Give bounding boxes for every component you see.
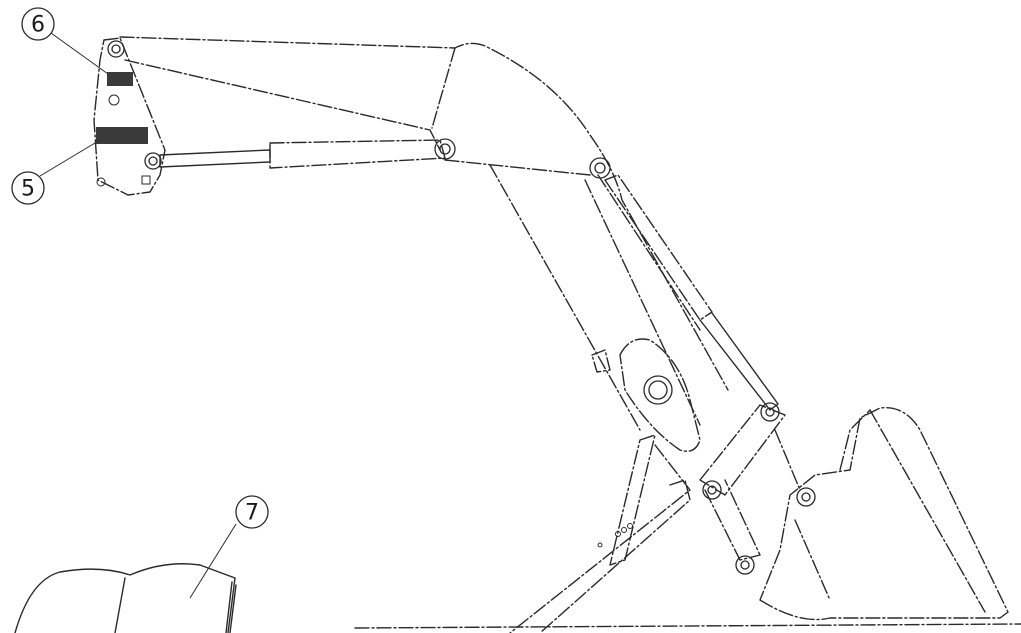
boom-arm — [119, 36, 729, 391]
pivot-pin — [107, 40, 125, 58]
cylinder-pin — [434, 138, 456, 160]
stand-hole — [597, 542, 603, 548]
linkage-pin — [707, 485, 717, 495]
boom-plate-boss — [643, 375, 673, 405]
manual-fold — [114, 577, 126, 633]
cylinder-pin — [589, 157, 611, 179]
small-tab — [591, 349, 611, 373]
cylinder-pin — [594, 162, 606, 174]
callout-6-label: 6 — [31, 13, 45, 38]
linkage-pin — [801, 492, 811, 502]
pivot-pin — [144, 152, 162, 170]
bucket-cylinder — [604, 174, 713, 321]
leader-line-7 — [189, 523, 237, 599]
bucket-linkage — [704, 479, 761, 561]
boom-arm-lower — [444, 159, 591, 176]
bucket-cylinder-rod — [699, 312, 779, 411]
linkage-pin — [702, 480, 722, 500]
bucket-back — [869, 409, 986, 613]
bracket-slot — [141, 175, 151, 185]
parking-stand — [509, 444, 691, 633]
callout-6: 6 — [21, 7, 55, 41]
linkage-pin — [796, 487, 816, 507]
boom-arm — [124, 59, 441, 151]
manual-pages — [225, 581, 233, 633]
ground-line — [354, 623, 1021, 629]
linkage-pin — [740, 560, 750, 570]
decal-6 — [107, 72, 133, 86]
callout-7-label: 7 — [245, 501, 259, 526]
link-arm — [774, 429, 801, 491]
boom-plate — [619, 338, 701, 452]
boom-arm — [431, 47, 456, 129]
cylinder-pin — [439, 143, 451, 155]
boom-arm-inner — [597, 174, 701, 331]
callout-5: 5 — [11, 171, 45, 205]
boom-arm-lower — [489, 164, 641, 431]
bracket-hole — [96, 177, 106, 187]
stand-hole — [621, 527, 627, 533]
leader-line-6 — [50, 32, 109, 75]
boom-plate-boss — [648, 380, 668, 400]
boom-arm-lower — [584, 179, 701, 426]
bracket-hole — [108, 94, 120, 106]
bucket-linkage — [699, 404, 786, 496]
bucket-back — [839, 409, 871, 471]
pivot-pin — [148, 156, 158, 166]
callout-7: 7 — [235, 495, 269, 529]
linkage-pin — [735, 555, 755, 575]
pivot-pin — [111, 44, 121, 54]
lift-cylinder — [159, 149, 271, 168]
decal-5 — [96, 127, 148, 144]
bucket-side — [794, 519, 831, 601]
callout-5-label: 5 — [21, 177, 35, 202]
linkage-pin — [765, 407, 775, 417]
stand-hole — [615, 531, 621, 537]
linkage-pin — [760, 402, 780, 422]
parking-stand — [609, 434, 656, 566]
operator-manual — [14, 563, 236, 633]
mounting-bracket — [93, 37, 166, 196]
manual-pages — [229, 584, 237, 633]
parking-stand — [539, 479, 691, 633]
lift-cylinder-body — [269, 139, 446, 169]
leader-line-5 — [39, 139, 101, 177]
stand-hole — [627, 523, 633, 529]
